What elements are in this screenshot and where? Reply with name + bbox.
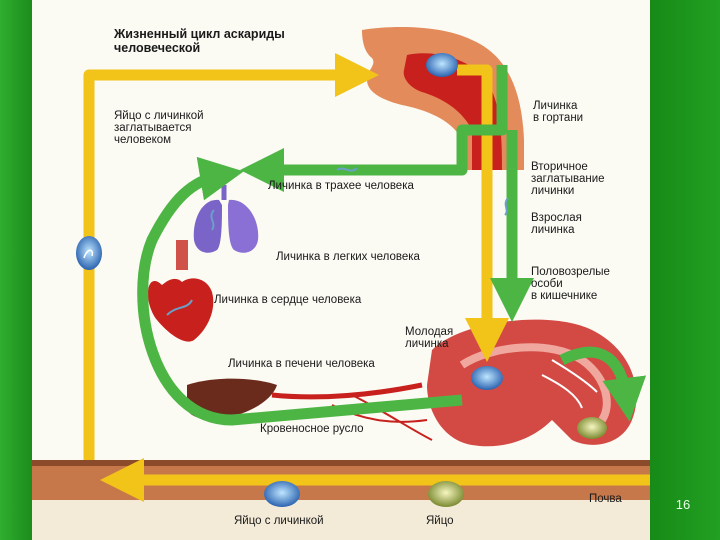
lungs xyxy=(193,185,259,253)
slide-number: 16 xyxy=(675,497,691,512)
ascaris-lifecycle-diagram: Жизненный цикл аскариды человеческой Яйц… xyxy=(32,0,650,540)
label-egg: Яйцо xyxy=(426,515,454,527)
slide-background-right xyxy=(650,0,720,540)
egg-left xyxy=(76,236,102,270)
egg-soil-larva xyxy=(264,481,300,507)
label-young-larva: Молодая личинка xyxy=(405,326,454,350)
yellow-path xyxy=(83,53,650,502)
egg-intestine xyxy=(471,366,503,390)
larva-symbols xyxy=(166,167,509,316)
label-mature-individuals: Половозрелые особи в кишечнике xyxy=(531,266,610,302)
label-larva-liver: Личинка в печени человека xyxy=(228,358,375,370)
egg-soil xyxy=(428,481,464,507)
label-larva-trachea: Личинка в трахее человека xyxy=(268,180,414,192)
label-egg-with-larva: Яйцо с личинкой xyxy=(234,515,324,527)
label-egg-swallowed: Яйцо с личинкой заглатывается человеком xyxy=(114,110,204,146)
label-soil: Почва xyxy=(589,493,622,505)
egg-head xyxy=(426,53,458,77)
heart xyxy=(147,240,214,342)
soil-layer xyxy=(32,460,650,540)
diagram-title: Жизненный цикл аскариды человеческой xyxy=(114,27,285,55)
label-larva-heart: Личинка в сердце человека xyxy=(214,294,362,306)
slide-background-left xyxy=(0,0,32,540)
label-bloodstream: Кровеносное русло xyxy=(260,423,364,435)
egg-intestine-2 xyxy=(577,417,607,439)
green-path xyxy=(137,65,647,426)
diagram-graphics xyxy=(32,27,650,540)
label-larva-lungs: Личинка в легких человека xyxy=(276,251,420,263)
label-larva-larynx: Личинка в гортани xyxy=(533,100,584,124)
label-adult-larva: Взрослая личинка xyxy=(531,212,582,236)
liver xyxy=(187,378,277,420)
label-secondary-swallow: Вторичное заглатывание личинки xyxy=(531,161,605,197)
